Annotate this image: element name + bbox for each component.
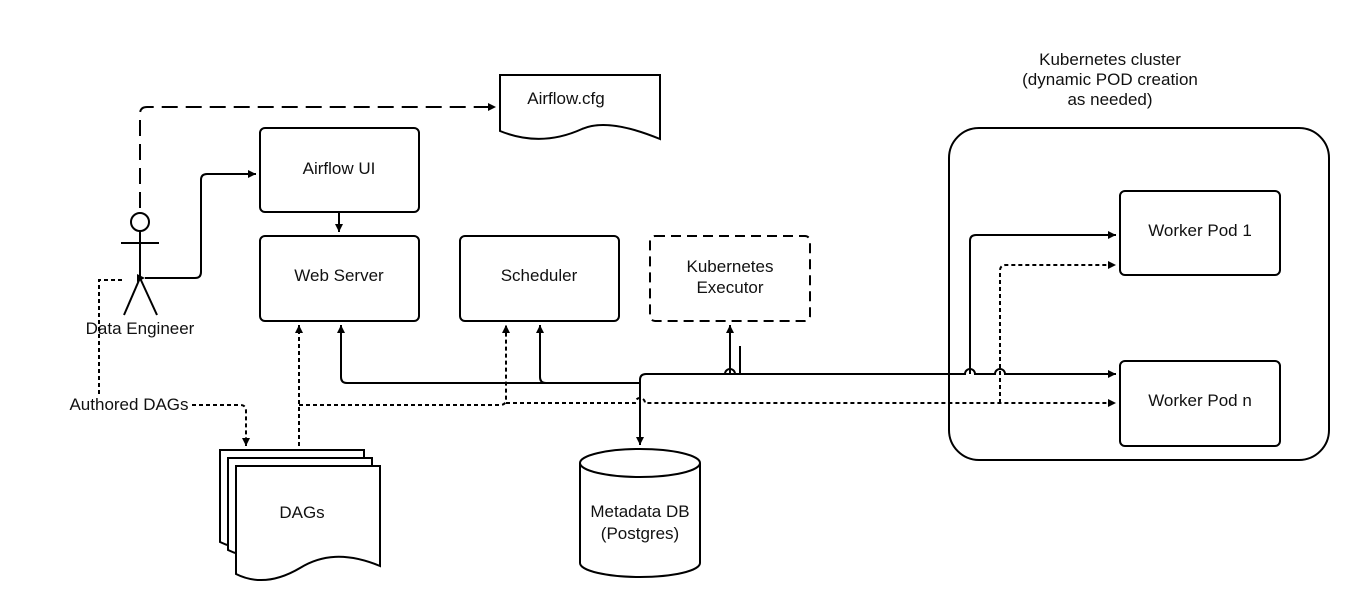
scheduler-box: Scheduler bbox=[459, 235, 620, 322]
worker-pod-n-label: Worker Pod n bbox=[1148, 391, 1252, 410]
worker-pod-1-box: Worker Pod 1 bbox=[1119, 190, 1281, 276]
cluster-caption: Kubernetes cluster (dynamic POD creation… bbox=[1022, 50, 1198, 109]
dags-to-scheduler-arrow bbox=[299, 325, 510, 406]
web-server-box: Web Server bbox=[259, 235, 420, 322]
bus-to-worker-n-arrow bbox=[646, 368, 1116, 378]
cluster-caption-line1: Kubernetes cluster bbox=[1039, 50, 1181, 69]
connectors bbox=[98, 103, 1116, 446]
airflow-ui-label: Airflow UI bbox=[303, 159, 376, 178]
dags-to-worker-n-arrow bbox=[506, 397, 1116, 407]
kubernetes-executor-label-line1: Kubernetes bbox=[687, 257, 774, 276]
authored-dags-label: Authored DAGs bbox=[69, 395, 188, 414]
executor-to-db-line bbox=[639, 346, 742, 395]
authored-dags-arrow bbox=[192, 404, 250, 446]
authored-dags-label-bg bbox=[66, 394, 192, 414]
dags-label: DAGs bbox=[279, 503, 324, 522]
authored-dags-path bbox=[98, 279, 122, 394]
bus-to-worker-1-arrow bbox=[969, 231, 1116, 374]
kubernetes-cluster bbox=[948, 127, 1330, 461]
worker-pod-n-box: Worker Pod n bbox=[1119, 360, 1281, 447]
engineer-to-config-arrow bbox=[139, 103, 496, 208]
cluster-caption-line3: as needed) bbox=[1067, 90, 1152, 109]
metadata-db-label-line2: (Postgres) bbox=[601, 524, 679, 543]
airflow-ui-box: Airflow UI bbox=[259, 127, 420, 213]
db-to-scheduler-arrow bbox=[536, 325, 640, 384]
data-engineer-label: Data Engineer bbox=[86, 319, 195, 338]
metadata-db-cylinder: Metadata DB (Postgres) bbox=[579, 448, 701, 578]
scheduler-label: Scheduler bbox=[501, 266, 578, 285]
kubernetes-executor-label-line2: Executor bbox=[696, 278, 763, 297]
dags-to-worker-1-arrow bbox=[999, 261, 1116, 403]
kubernetes-executor-box: Kubernetes Executor bbox=[649, 235, 811, 322]
web-server-label: Web Server bbox=[294, 266, 384, 285]
data-engineer-actor-icon bbox=[121, 212, 159, 316]
engineer-ui-bidirectional-arrow bbox=[137, 170, 256, 282]
db-to-webserver-arrow bbox=[337, 325, 640, 384]
dags-document-stack: DAGs bbox=[219, 449, 381, 581]
metadata-db-label-line1: Metadata DB bbox=[590, 502, 689, 521]
worker-pod-1-label: Worker Pod 1 bbox=[1148, 221, 1252, 240]
airflow-cfg-document: Airflow.cfg bbox=[499, 74, 661, 141]
airflow-cfg-label: Airflow.cfg bbox=[527, 89, 604, 108]
cluster-caption-line2: (dynamic POD creation bbox=[1022, 70, 1198, 89]
